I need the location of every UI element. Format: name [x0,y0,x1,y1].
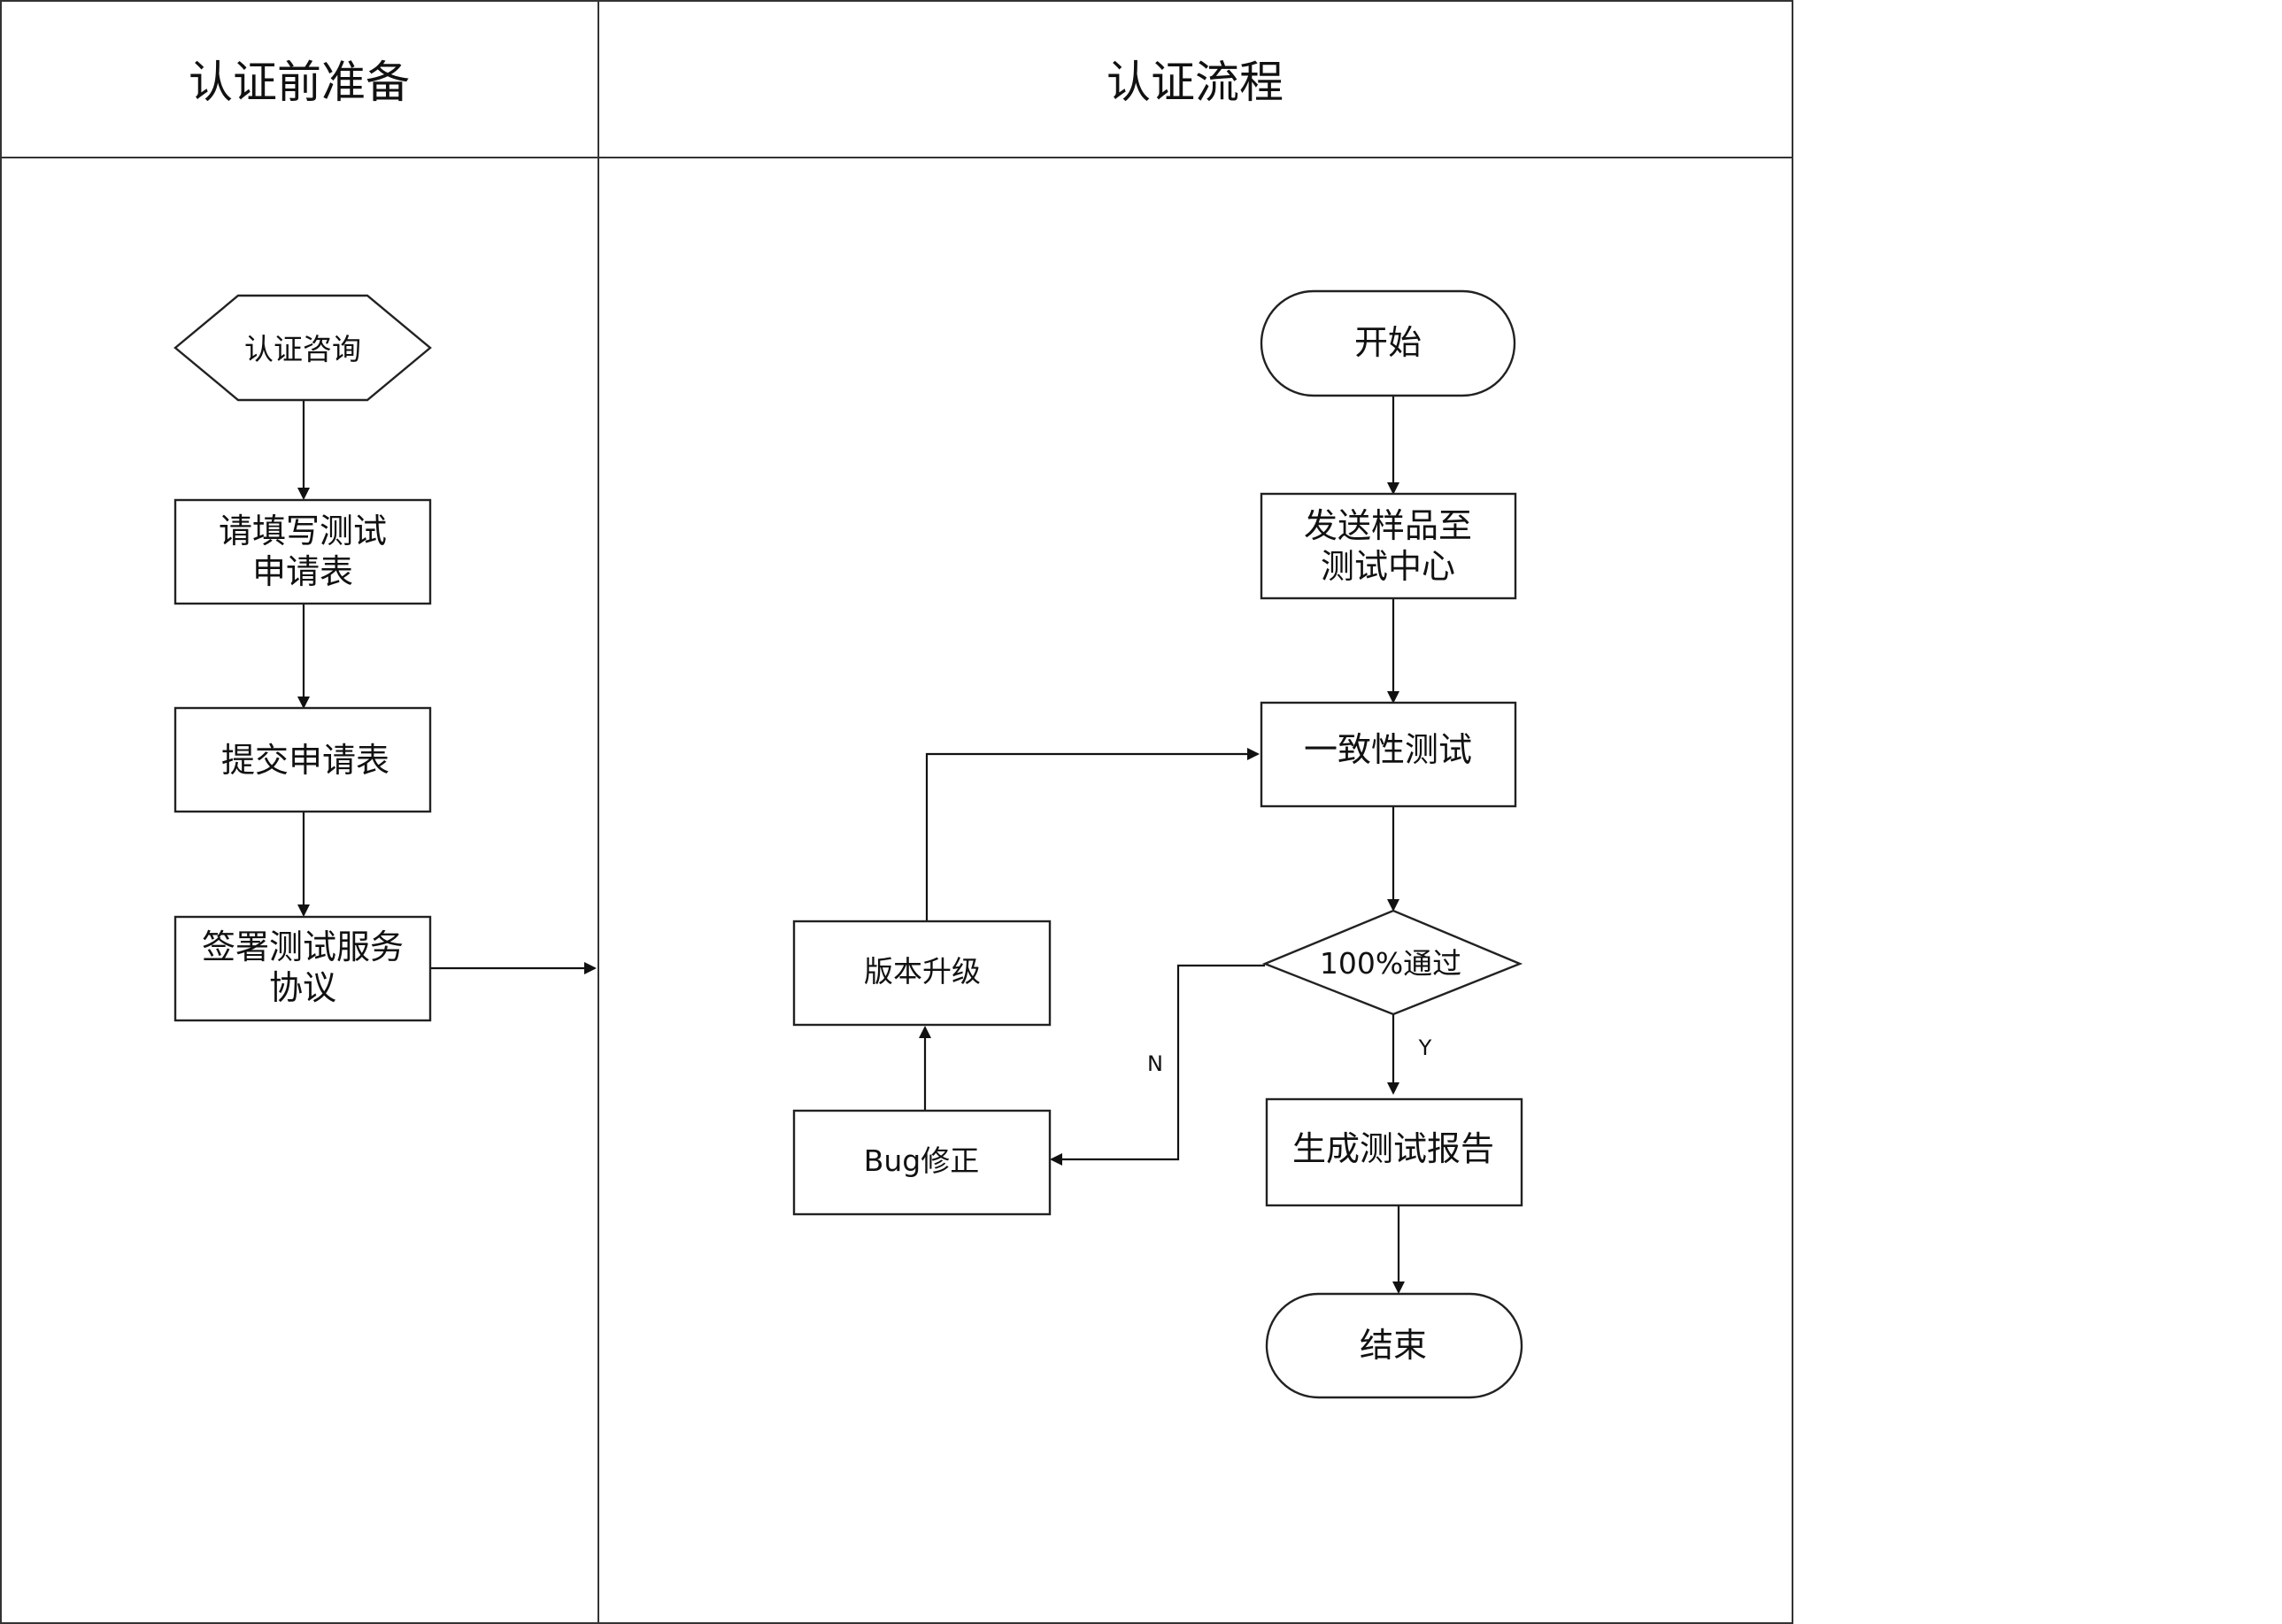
node-fill-form [173,498,432,605]
preparation-nodes: 认证咨询 请填写测试 申请表 提交申请表 签署测试服务 协议 [173,294,432,1022]
node-consult [173,294,432,402]
node-version-upgrade [792,920,1052,1027]
node-submit-form-text-line-1: 提交申请表 [221,741,389,780]
flow-edges: N Y [297,396,1432,1294]
process-nodes: 开始 发送样品至 测试中心 一致性测试 100%通过 生成测试报告 结束 Bug… [792,289,1523,1399]
edge-label-yes: Y [1418,1035,1432,1060]
node-end [1265,1292,1523,1399]
lane-title-preparation: 认证前准备 [189,57,410,108]
node-pass-check [1261,909,1523,1016]
node-send-sample [1260,492,1517,600]
node-bug-fix-text-line-1: Bug修正 [864,1143,980,1178]
node-sign-agreement [173,915,432,1022]
edge-pass-check-no-to-bug-fix [1050,964,1265,1166]
node-version-upgrade-text-line-1: 版本升级 [864,954,981,989]
node-fill-form-text-line-2: 申请表 [252,552,353,591]
node-report-text-line-1: 生成测试报告 [1292,1129,1494,1168]
node-start-text-line-1: 开始 [1354,323,1422,362]
node-send-sample-text-line-1: 发送样品至 [1304,506,1472,545]
node-consult-text-line-1: 认证咨询 [244,332,361,366]
node-send-sample-text-line-2: 测试中心 [1321,547,1455,586]
node-pass-check-text-line-1: 100%通过 [1320,946,1461,981]
node-conformance-test [1260,701,1517,808]
node-sign-agreement-text-line-1: 签署测试服务 [202,927,404,966]
node-submit-form [173,706,432,813]
node-bug-fix [792,1109,1052,1216]
node-report [1265,1097,1523,1207]
edge-label-no: N [1147,1051,1163,1076]
node-sign-agreement-text-line-2: 协议 [269,968,336,1007]
node-fill-form-text-line-1: 请填写测试 [219,512,387,550]
node-end-text-line-1: 结束 [1360,1326,1427,1365]
lane-title-process: 认证流程 [1106,57,1284,108]
node-start [1260,289,1516,397]
node-conformance-test-text-line-1: 一致性测试 [1304,730,1472,769]
edge-upgrade-to-test [925,748,1260,921]
